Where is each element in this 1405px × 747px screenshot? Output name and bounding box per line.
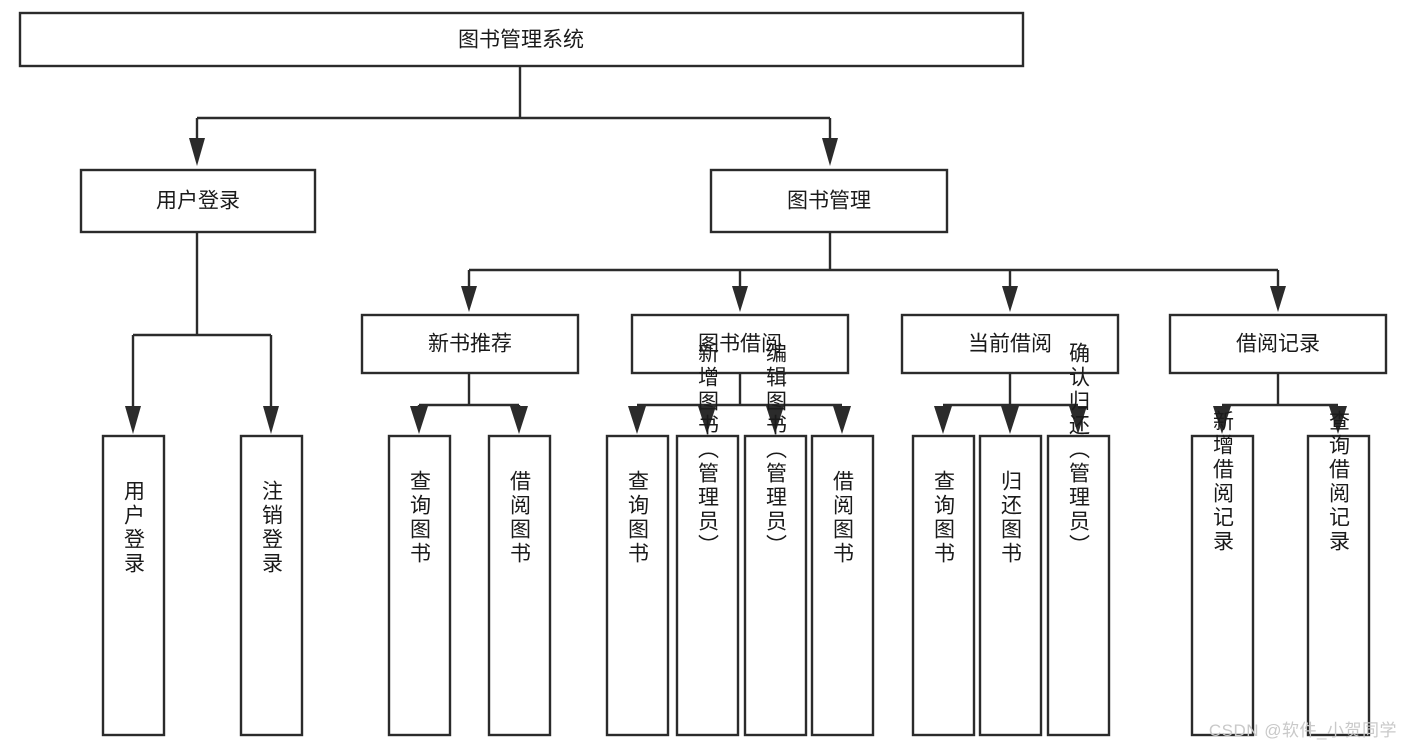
arrowhead-leaf-query-record [1329, 406, 1347, 434]
edge-borrow-record-to-leaves [1213, 373, 1347, 434]
node-leaf-return-book-label: 归还图书 [999, 470, 1023, 566]
node-leaf-query-book-1-label: 查询图书 [408, 470, 432, 566]
node-leaf-edit-book-box[interactable] [743, 434, 808, 737]
edge-user-login-to-leaves [125, 232, 279, 434]
node-leaf-add-book-box[interactable] [675, 434, 740, 737]
node-new-book-recommend-box[interactable] [360, 313, 580, 375]
node-new-book-recommend[interactable]: 新书推荐 [360, 313, 580, 375]
node-leaf-add-record-box[interactable] [1190, 434, 1255, 737]
node-book-manage-label: 图书管理 [787, 190, 871, 213]
node-leaf-logout[interactable]: 注销登录 [239, 434, 304, 737]
arrowhead-leaf-query-book-3 [934, 406, 952, 434]
node-user-login[interactable]: 用户登录 [79, 168, 317, 234]
node-new-book-recommend-label: 新书推荐 [428, 333, 512, 356]
node-leaf-query-book-2-label: 查询图书 [626, 470, 650, 566]
node-leaf-query-book-3-box[interactable] [911, 434, 976, 737]
node-book-manage-box[interactable] [709, 168, 949, 234]
node-leaf-query-book-1-box[interactable] [387, 434, 452, 737]
node-root-label: 图书管理系统 [458, 29, 584, 52]
edge-current-borrow-to-leaves [934, 373, 1087, 434]
node-leaf-query-book-3[interactable]: 查询图书 [911, 434, 976, 737]
node-book-borrow[interactable]: 图书借阅 [630, 313, 850, 375]
node-current-borrow[interactable]: 当前借阅 [900, 313, 1120, 375]
node-leaf-query-record-label: 查询借阅记录 [1327, 410, 1351, 554]
node-leaf-query-record-box[interactable] [1306, 434, 1371, 737]
node-current-borrow-label: 当前借阅 [968, 333, 1052, 356]
edge-root-to-level1 [189, 66, 838, 166]
node-current-borrow-box[interactable] [900, 313, 1120, 375]
arrowhead-current-borrow [1002, 286, 1018, 312]
node-leaf-add-record-label: 新增借阅记录 [1211, 410, 1235, 554]
node-book-borrow-box[interactable] [630, 313, 850, 375]
arrowhead-leaf-confirm-return [1069, 406, 1087, 434]
node-leaf-return-book-box[interactable] [978, 434, 1043, 737]
node-leaf-query-record[interactable]: 查询借阅记录 [1306, 410, 1371, 737]
arrowhead-leaf-borrow-book-2 [833, 406, 851, 434]
node-leaf-confirm-return-label: 确认归还（管理员） [1067, 342, 1091, 558]
arrowhead-leaf-query-book-1 [410, 406, 428, 434]
arrowhead-book-borrow [732, 286, 748, 312]
node-leaf-logout-label: 注销登录 [260, 480, 284, 576]
edge-book-borrow-to-leaves [628, 373, 851, 434]
arrowhead-book-manage [822, 138, 838, 166]
node-leaf-add-book-label: 新增图书（管理员） [696, 342, 720, 558]
edge-book-manage-to-level2 [461, 232, 1286, 312]
node-leaf-query-book-3-label: 查询图书 [932, 470, 956, 566]
node-leaf-query-book-1[interactable]: 查询图书 [387, 434, 452, 737]
node-leaf-user-login-label: 用户登录 [122, 480, 146, 576]
node-leaf-add-record[interactable]: 新增借阅记录 [1190, 410, 1255, 737]
arrowhead-leaf-logout [263, 406, 279, 434]
arrowhead-borrow-record [1270, 286, 1286, 312]
arrowhead-user-login [189, 138, 205, 166]
node-leaf-query-book-2[interactable]: 查询图书 [605, 434, 670, 737]
node-borrow-record[interactable]: 借阅记录 [1168, 313, 1388, 375]
node-leaf-edit-book-label: 编辑图书（管理员） [764, 342, 788, 558]
arrowhead-leaf-edit-book [766, 406, 784, 434]
node-leaf-borrow-book-1[interactable]: 借阅图书 [487, 434, 552, 737]
node-book-borrow-label: 图书借阅 [698, 333, 782, 356]
node-user-login-label: 用户登录 [156, 190, 240, 213]
arrowhead-leaf-borrow-book-1 [510, 406, 528, 434]
node-book-manage[interactable]: 图书管理 [709, 168, 949, 234]
arrowhead-leaf-add-book [698, 406, 716, 434]
node-leaf-confirm-return-box[interactable] [1046, 434, 1111, 737]
node-leaf-confirm-return[interactable]: 确认归还（管理员） [1046, 342, 1111, 737]
node-leaf-borrow-book-2[interactable]: 借阅图书 [810, 434, 875, 737]
arrowhead-new-book-recommend [461, 286, 477, 312]
node-leaf-user-login-box[interactable] [101, 434, 166, 737]
node-leaf-query-book-2-box[interactable] [605, 434, 670, 737]
node-leaf-logout-box[interactable] [239, 434, 304, 737]
node-root[interactable]: 图书管理系统 [18, 11, 1025, 68]
arrowhead-leaf-user-login [125, 406, 141, 434]
arrowhead-leaf-add-record [1213, 406, 1231, 434]
node-leaf-borrow-book-1-box[interactable] [487, 434, 552, 737]
node-leaf-return-book[interactable]: 归还图书 [978, 434, 1043, 737]
arrowhead-leaf-return-book [1001, 406, 1019, 434]
node-leaf-user-login[interactable]: 用户登录 [101, 434, 166, 737]
node-borrow-record-label: 借阅记录 [1236, 333, 1320, 356]
edge-new-book-recommend-to-leaves [410, 373, 528, 434]
arrowhead-leaf-query-book-2 [628, 406, 646, 434]
node-leaf-borrow-book-2-box[interactable] [810, 434, 875, 737]
node-root-box[interactable] [18, 11, 1025, 68]
node-borrow-record-box[interactable] [1168, 313, 1388, 375]
node-leaf-edit-book[interactable]: 编辑图书（管理员） [743, 342, 808, 737]
node-leaf-borrow-book-2-label: 借阅图书 [831, 470, 855, 566]
node-leaf-add-book[interactable]: 新增图书（管理员） [675, 342, 740, 737]
node-leaf-borrow-book-1-label: 借阅图书 [508, 470, 532, 566]
node-user-login-box[interactable] [79, 168, 317, 234]
